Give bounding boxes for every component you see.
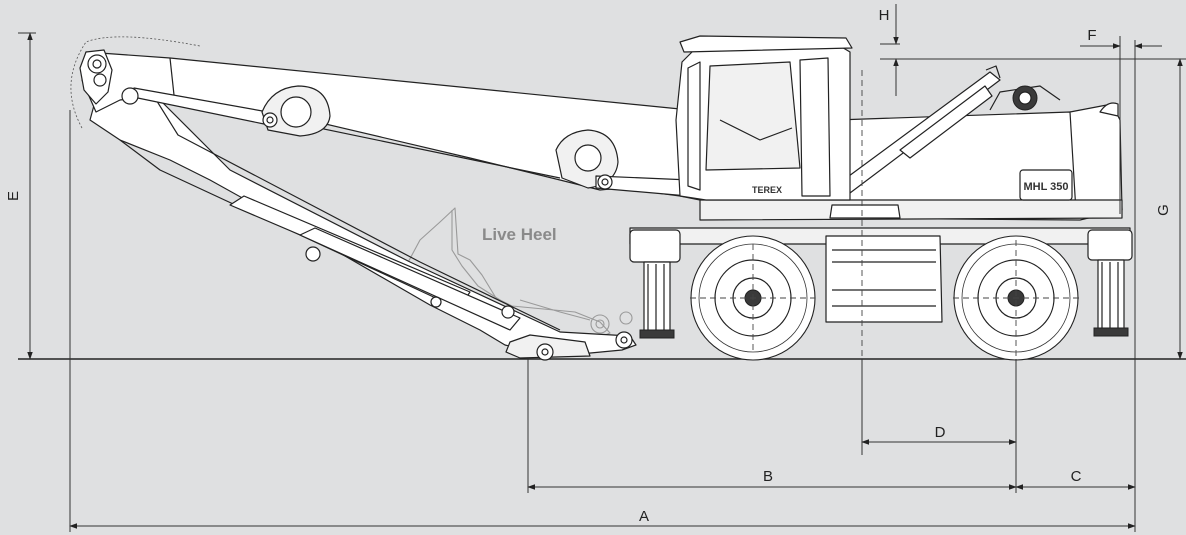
dimension-label-d: D [935, 424, 946, 441]
dimension-label-h: H [879, 7, 890, 24]
operator-cab: TEREX [675, 35, 853, 201]
dimension-label-g: G [1155, 204, 1172, 216]
dimension-label-e: E [5, 191, 22, 201]
live-heel-label: Live Heel [482, 225, 557, 244]
model-badge: MHL 350 [1019, 169, 1073, 201]
dimension-label-c: C [1071, 468, 1082, 485]
outrigger-rear [1087, 229, 1133, 337]
main-boom [70, 36, 701, 201]
dimension-label-b: B [763, 468, 773, 485]
boom-arm [89, 89, 637, 361]
dimension-label-a: A [639, 508, 649, 525]
dimension-label-f: F [1087, 27, 1096, 44]
terex-logo: TEREX [752, 185, 782, 195]
undercarriage [629, 227, 1133, 339]
outrigger-front [629, 229, 681, 339]
svg-text:MHL 350: MHL 350 [1023, 181, 1068, 193]
